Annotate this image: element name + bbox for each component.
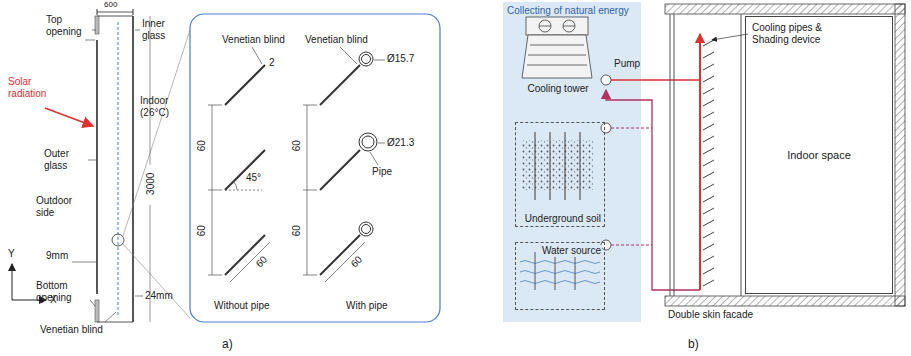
figure-label: 60 xyxy=(291,140,303,151)
figure-label: X xyxy=(50,294,57,306)
figure-label: With pipe xyxy=(346,300,388,312)
figure-label: Y xyxy=(8,248,15,260)
figure-label: Venetian blind xyxy=(305,34,368,46)
figure-label: Inner glass xyxy=(142,18,182,41)
figure-label: Pipe xyxy=(372,166,392,178)
figure-label: Indoor (26°C) xyxy=(140,95,188,118)
node-text: Collecting of natural energy xyxy=(506,5,630,17)
figure-label: Solar radiation xyxy=(8,76,60,99)
source-box: Water source xyxy=(515,242,605,310)
figure-label: 24mm xyxy=(145,290,173,302)
figure-label: 60 xyxy=(196,140,208,151)
source-box: Underground soil xyxy=(515,122,605,227)
figure-label: Ø21.3 xyxy=(387,137,414,149)
figure-label: 600 xyxy=(104,0,117,9)
energy-region: Collecting of natural energyCooling towe… xyxy=(503,2,643,322)
figure-label: 60 xyxy=(291,225,303,236)
node-text: Water source xyxy=(541,245,602,257)
node-text: Cooling tower xyxy=(526,83,589,95)
figure-label: Top opening xyxy=(46,14,92,37)
node-text: Underground soil xyxy=(524,213,602,225)
figure-label: 3000 xyxy=(145,173,157,195)
figure-label: Venetian blind xyxy=(40,324,110,336)
figure-label: 2 xyxy=(269,57,275,69)
figure-label: Ø15.7 xyxy=(387,53,414,65)
room-box: Indoor space xyxy=(745,16,893,294)
figure-label: Without pipe xyxy=(214,300,270,312)
figure-label: 9mm xyxy=(46,250,68,262)
figure-label: 45° xyxy=(246,172,261,184)
figure-label: Outdoor side xyxy=(36,195,88,218)
figure-label: 60 xyxy=(196,225,208,236)
source-box: Cooling tower xyxy=(515,14,601,96)
figure-label: Pump xyxy=(614,58,640,70)
figure-label: Cooling pipes & Shading device xyxy=(752,22,836,45)
figure-label: a) xyxy=(222,338,233,352)
figure-label: b) xyxy=(688,338,699,352)
figure-label: Double skin facade xyxy=(668,309,753,321)
figure-label: Bottom opening xyxy=(36,280,90,303)
figure-label: Outer glass xyxy=(44,148,88,171)
node-text: Indoor space xyxy=(786,149,852,162)
figure-label: Venetian blind xyxy=(222,34,285,46)
